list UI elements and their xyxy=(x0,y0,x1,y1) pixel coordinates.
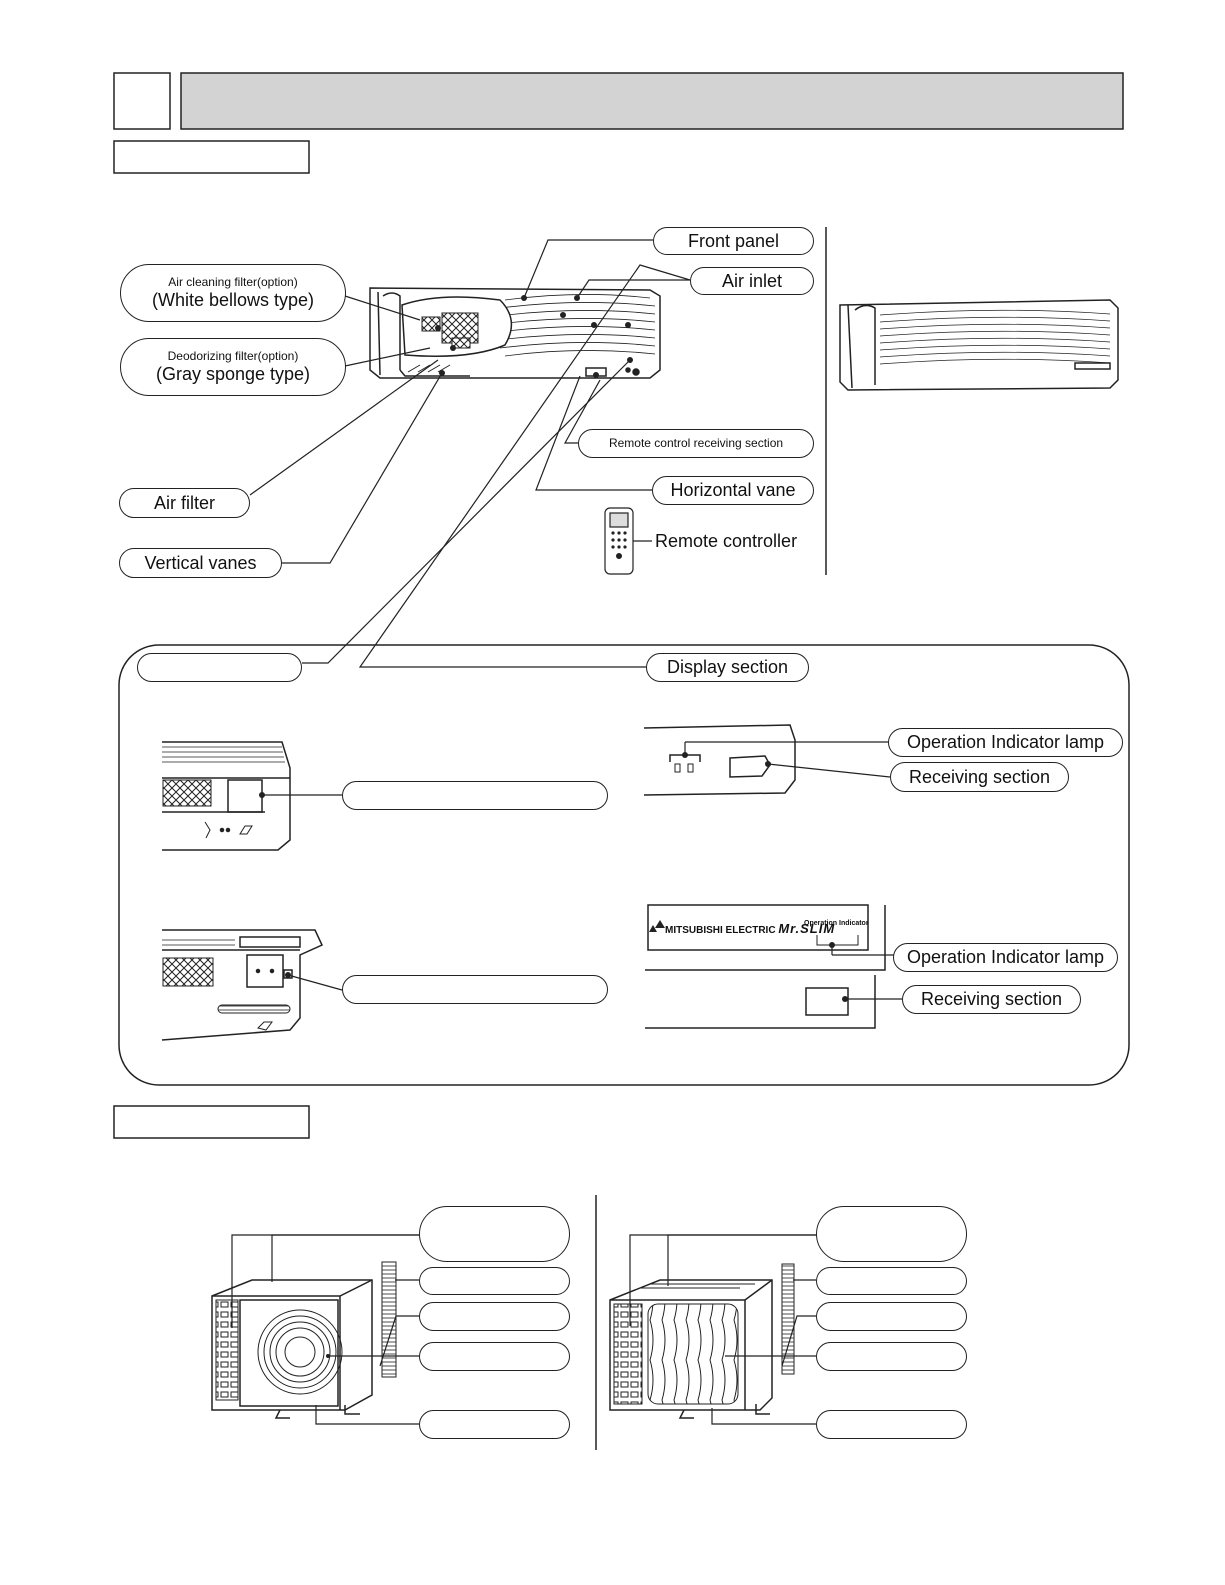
outdoor-right-callout-1 xyxy=(816,1206,967,1262)
upper-receiving-section-text: Receiving section xyxy=(908,766,1051,787)
operation-indicator-caption: Operation Indicator xyxy=(804,920,869,927)
lower-operation-indicator-lamp-label: Operation Indicator lamp xyxy=(893,943,1118,972)
display-title-pill-blank xyxy=(137,653,302,682)
upper-left-callout-blank xyxy=(342,781,608,810)
lower-receiving-section-text: Receiving section xyxy=(920,989,1063,1010)
detail-lower-left xyxy=(161,929,323,1041)
outdoor-right-callout-3 xyxy=(816,1302,967,1331)
air-filter-text: Air filter xyxy=(153,492,215,513)
subsection-title-box-outdoor xyxy=(113,1105,310,1139)
deodorizing-filter-label: Deodorizing filter(option) (Gray sponge … xyxy=(120,338,346,396)
outdoor-right-callout-2 xyxy=(816,1267,967,1295)
outdoor-left-callout-5 xyxy=(419,1410,570,1439)
front-panel-label: Front panel xyxy=(653,227,814,255)
brand-logo: MITSUBISHI ELECTRIC Mr.SLIM xyxy=(665,921,835,936)
lower-receiving-section-label: Receiving section xyxy=(902,985,1081,1014)
lower-left-callout-blank xyxy=(342,975,608,1004)
display-section-text: Display section xyxy=(666,657,789,678)
air-cleaning-filter-type-text: (White bellows type) xyxy=(151,289,315,310)
indoor-unit-alt-drawing xyxy=(839,299,1119,391)
front-panel-text: Front panel xyxy=(687,230,780,251)
lower-operation-indicator-lamp-text: Operation Indicator lamp xyxy=(906,947,1105,968)
outdoor-left-callout-2 xyxy=(419,1267,570,1295)
air-cleaning-filter-label: Air cleaning filter(option) (White bello… xyxy=(120,264,346,322)
air-cleaning-filter-text: Air cleaning filter(option) xyxy=(168,274,298,289)
remote-receiving-text: Remote control receiving section xyxy=(608,435,784,450)
remote-controller-label: Remote controller xyxy=(655,531,798,551)
upper-operation-indicator-lamp-label: Operation Indicator lamp xyxy=(888,728,1123,757)
display-section-frame xyxy=(118,644,1130,1086)
brand-series-text: Mr.SLIM xyxy=(778,921,836,936)
deodorizing-filter-text: Deodorizing filter(option) xyxy=(167,348,299,363)
outdoor-unit-grille-type-drawing xyxy=(609,1263,795,1419)
indoor-leader-dots xyxy=(435,295,633,378)
upper-receiving-section-label: Receiving section xyxy=(890,762,1069,792)
detail-upper-right xyxy=(643,724,796,796)
air-inlet-text: Air inlet xyxy=(721,270,783,291)
upper-operation-indicator-lamp-text: Operation Indicator lamp xyxy=(906,732,1105,753)
detail-lower-right xyxy=(645,904,886,1029)
outdoor-right-callout-5 xyxy=(816,1410,967,1439)
outdoor-left-callout-4 xyxy=(419,1342,570,1371)
vertical-vanes-text: Vertical vanes xyxy=(144,552,257,573)
outdoor-unit-fan-type-drawing xyxy=(211,1261,397,1419)
outdoor-left-callout-3 xyxy=(419,1302,570,1331)
outdoor-right-callout-4 xyxy=(816,1342,967,1371)
remote-receiving-label: Remote control receiving section xyxy=(578,429,814,458)
deodorizing-filter-type-text: (Gray sponge type) xyxy=(155,363,311,384)
air-inlet-label: Air inlet xyxy=(690,267,814,295)
brand-text: MITSUBISHI ELECTRIC xyxy=(665,925,776,936)
display-section-label: Display section xyxy=(646,653,809,682)
remote-controller-icon xyxy=(604,507,634,575)
horizontal-vane-text: Horizontal vane xyxy=(670,480,796,501)
indoor-unit-drawing xyxy=(369,287,661,379)
section-number-box xyxy=(113,72,171,130)
outdoor-left-callout-1 xyxy=(419,1206,570,1262)
outdoor-left-leaders xyxy=(231,1234,419,1425)
outdoor-right-leaders xyxy=(629,1234,818,1425)
indoor-leader-lines xyxy=(249,239,691,668)
vertical-vanes-label: Vertical vanes xyxy=(119,548,282,578)
subsection-title-box-indoor xyxy=(113,140,310,174)
detail-upper-left xyxy=(162,741,291,851)
air-filter-label: Air filter xyxy=(119,488,250,518)
horizontal-vane-label: Horizontal vane xyxy=(652,476,814,505)
section-title-bar xyxy=(180,72,1124,130)
